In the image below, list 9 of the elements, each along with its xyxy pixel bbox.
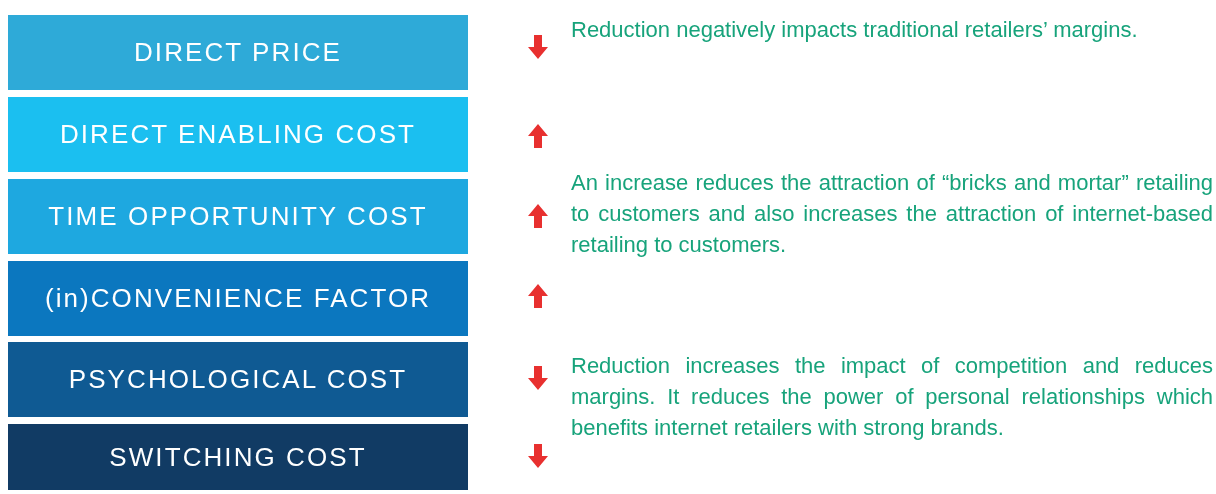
category-bar: DIRECT PRICE xyxy=(8,15,468,90)
description-text: Reduction increases the impact of competition and reduces margins. It reduces the power of personal relationships which benefits internet retailers with strong brands. xyxy=(571,352,1213,442)
category-bar: SWITCHING COST xyxy=(8,424,468,490)
description-text: Reduction negatively impacts traditional retailers’ margins. xyxy=(571,16,1139,44)
category-bar: DIRECT ENABLING COST xyxy=(8,97,468,172)
category-bar: (in)CONVENIENCE FACTOR xyxy=(8,261,468,336)
description-text: An increase reduces the attraction of “bricks and mortar” retailing to customers and also increases the attraction of internet-based retailing to customers. xyxy=(571,169,1213,259)
category-bar: PSYCHOLOGICAL COST xyxy=(8,342,468,417)
category-bar: TIME OPPORTUNITY COST xyxy=(8,179,468,254)
